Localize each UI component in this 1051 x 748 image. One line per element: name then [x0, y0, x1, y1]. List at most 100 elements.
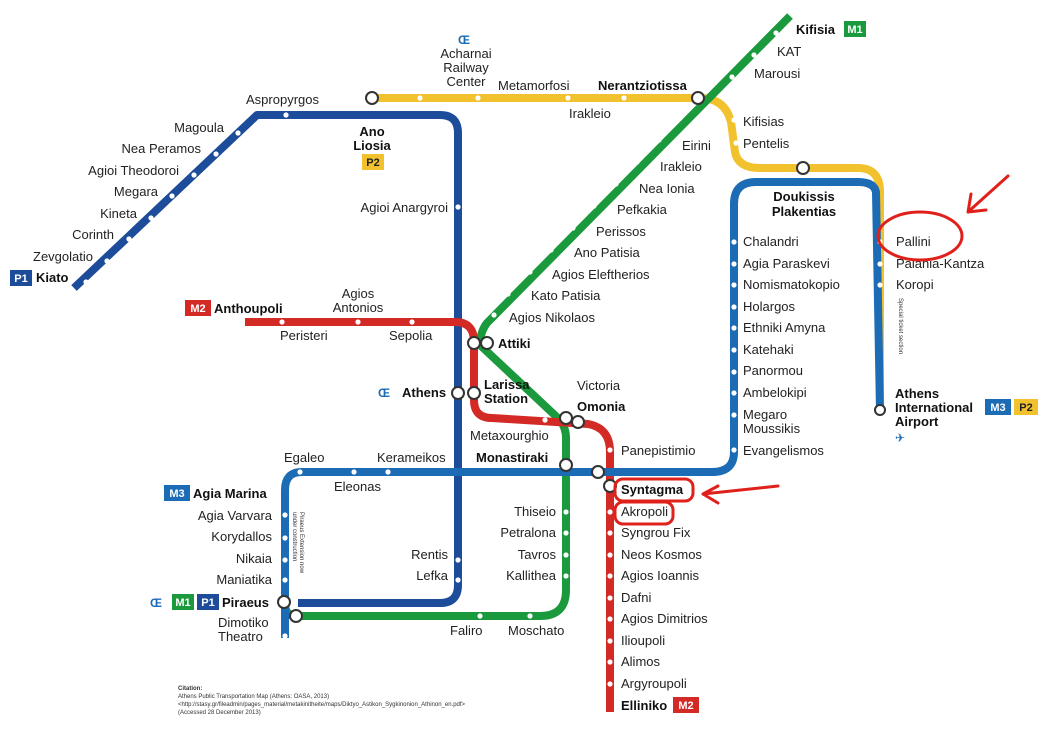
station-dot[interactable] [282, 577, 288, 583]
station-panormou[interactable]: Panormou [743, 363, 803, 378]
station-dot[interactable] [491, 312, 497, 318]
station-dot[interactable] [455, 577, 461, 583]
interchange-airport[interactable] [874, 404, 886, 416]
station-peristeri[interactable]: Peristeri [280, 328, 328, 343]
station-dot[interactable] [607, 659, 613, 665]
station-dot[interactable] [297, 469, 303, 475]
station-nerantziotissa[interactable]: Nerantziotissa [598, 78, 688, 93]
station-agia-varvara[interactable]: Agia Varvara [198, 508, 273, 523]
station-agios-dimitrios[interactable]: Agios Dimitrios [621, 611, 708, 626]
station-ambelokipi[interactable]: Ambelokipi [743, 385, 807, 400]
station-argyroupoli[interactable]: Argyroupoli [621, 676, 687, 691]
station-dot[interactable] [731, 369, 737, 375]
station-zevgolatio[interactable]: Zevgolatio [33, 249, 93, 264]
station-korydallos[interactable]: Korydallos [211, 529, 272, 544]
station-dot[interactable] [563, 573, 569, 579]
station-irakleio-suburban[interactable]: Irakleio [569, 106, 611, 121]
station-dot[interactable] [355, 319, 361, 325]
station-agios-nikolaos[interactable]: Agios Nikolaos [509, 310, 595, 325]
station-faliro[interactable]: Faliro [450, 623, 483, 638]
station-dot[interactable] [148, 215, 154, 221]
station-perissos[interactable]: Perissos [596, 224, 646, 239]
station-metamorfosi[interactable]: Metamorfosi [498, 78, 570, 93]
station-dot[interactable] [455, 557, 461, 563]
station-kat[interactable]: KAT [777, 44, 801, 59]
station-piraeus[interactable]: Piraeus [222, 595, 269, 610]
station-kifisia[interactable]: Kifisia [796, 22, 836, 37]
station-dot[interactable] [731, 390, 737, 396]
station-tavros[interactable]: Tavros [518, 547, 557, 562]
station-rentis[interactable]: Rentis [411, 547, 448, 562]
station-dot[interactable] [877, 282, 883, 288]
station-panepistimio[interactable]: Panepistimio [621, 443, 695, 458]
station-chalandri[interactable]: Chalandri [743, 234, 799, 249]
station-nea-ionia[interactable]: Nea Ionia [639, 181, 695, 196]
station-dot[interactable] [731, 347, 737, 353]
station-omonia[interactable]: Omonia [577, 399, 626, 414]
station-dot[interactable] [656, 137, 662, 143]
station-agioi-theodoroi[interactable]: Agioi Theodoroi [88, 163, 179, 178]
station-dot[interactable] [235, 130, 241, 136]
interchange-monastiraki[interactable] [559, 458, 573, 472]
interchange-syntagma-m3[interactable] [591, 465, 605, 479]
station-eleonas[interactable]: Eleonas [334, 479, 381, 494]
station-neos-kosmos[interactable]: Neos Kosmos [621, 547, 702, 562]
station-dot[interactable] [542, 417, 548, 423]
station-dot[interactable] [607, 530, 613, 536]
station-dot[interactable] [282, 512, 288, 518]
station-alimos[interactable]: Alimos [621, 654, 661, 669]
station-dot[interactable] [563, 552, 569, 558]
station-dot[interactable] [731, 304, 737, 310]
station-dot[interactable] [607, 447, 613, 453]
station-kifisias[interactable]: Kifisias [743, 114, 785, 129]
station-holargos[interactable]: Holargos [743, 299, 796, 314]
station-maniatika[interactable]: Maniatika [216, 572, 272, 587]
interchange-athens[interactable] [451, 386, 465, 400]
station-magoula[interactable]: Magoula [174, 120, 225, 135]
station-anthoupoli[interactable]: Anthoupoli [214, 301, 283, 316]
station-corinth[interactable]: Corinth [72, 227, 114, 242]
station-katehaki[interactable]: Katehaki [743, 342, 794, 357]
station-dot[interactable] [565, 95, 571, 101]
station-dot[interactable] [607, 681, 613, 687]
station-dot[interactable] [563, 509, 569, 515]
interchange-piraeus-m1[interactable] [289, 609, 303, 623]
station-nikaia[interactable]: Nikaia [236, 551, 273, 566]
station-irakleio[interactable]: Irakleio [660, 159, 702, 174]
station-kineta[interactable]: Kineta [100, 206, 138, 221]
station-dot[interactable] [126, 236, 132, 242]
station-dot[interactable] [385, 469, 391, 475]
station-dot[interactable] [563, 382, 569, 388]
station-dot[interactable] [773, 30, 779, 36]
station-dot[interactable] [169, 193, 175, 199]
station-thiseio[interactable]: Thiseio [514, 504, 556, 519]
station-syntagma[interactable]: Syntagma [621, 482, 684, 497]
station-dot[interactable] [548, 247, 554, 253]
station-dot[interactable] [751, 52, 757, 58]
station-dot[interactable] [731, 282, 737, 288]
station-pallini[interactable]: Pallini [896, 234, 931, 249]
station-dot[interactable] [677, 115, 683, 121]
station-akropoli[interactable]: Akropoli [621, 504, 668, 519]
station-dot[interactable] [505, 291, 511, 297]
station-dot[interactable] [733, 140, 739, 146]
station-dot[interactable] [591, 203, 597, 209]
station-moschato[interactable]: Moschato [508, 623, 564, 638]
station-kiato[interactable]: Kiato [36, 270, 69, 285]
interchange-ano-liosia[interactable] [365, 91, 379, 105]
station-dot[interactable] [731, 447, 737, 453]
station-petralona[interactable]: Petralona [500, 525, 556, 540]
station-ano-patisia[interactable]: Ano Patisia [574, 245, 641, 260]
station-victoria[interactable]: Victoria [577, 378, 621, 393]
station-dot[interactable] [607, 509, 613, 515]
station-dot[interactable] [731, 261, 737, 267]
station-monastiraki[interactable]: Monastiraki [476, 450, 548, 465]
station-koropi[interactable]: Koropi [896, 277, 934, 292]
station-dot[interactable] [607, 573, 613, 579]
station-agioi-anargyroi[interactable]: Agioi Anargyroi [361, 200, 449, 215]
station-kerameikos[interactable]: Kerameikos [377, 450, 446, 465]
station-megara[interactable]: Megara [114, 184, 159, 199]
